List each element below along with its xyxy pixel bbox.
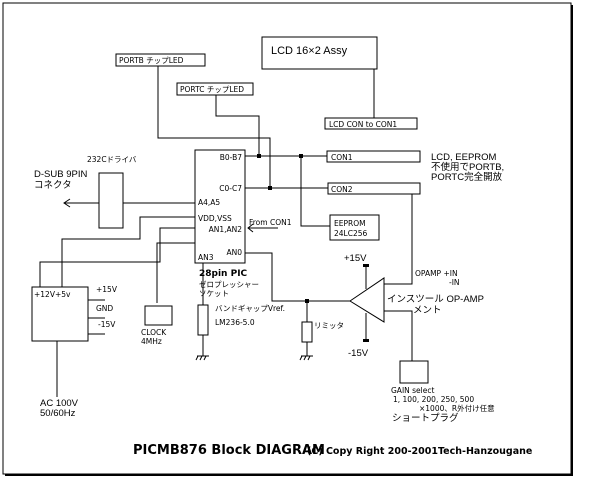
opamp-in-wire: [384, 194, 413, 285]
ground-icon: [195, 355, 209, 361]
junction-dot: [268, 186, 272, 190]
eeprom-label: EEPROM: [334, 219, 366, 228]
inst-amp-label-2: メント: [413, 305, 442, 316]
eeprom-block: [329, 214, 380, 241]
con2-block: [327, 182, 421, 195]
socket-label: ゼロプレッシャー: [199, 279, 259, 289]
pin-an1-an2: AN1,AN2: [209, 225, 243, 234]
diagram-title: PICMB876 Block DIAGRAM: [133, 443, 325, 458]
gain-select-label: GAIN select: [391, 386, 434, 395]
gain-select-block: [399, 360, 429, 384]
limiter-label: リミッタ: [314, 321, 344, 330]
pin-c0-c7: C0-C7: [219, 184, 242, 193]
opamp-symbol: [349, 277, 385, 323]
con-note-line3: PORTC完全開放: [431, 171, 503, 183]
lcd-con-label: LCD CON to CON1: [329, 120, 397, 129]
con2-label: CON2: [331, 185, 353, 194]
opamp-in-plus-label: OPAMP +IN: [415, 269, 458, 278]
ac-freq-label: 50/60Hz: [40, 408, 76, 419]
from-con1-label: From CON1: [249, 218, 292, 227]
terminal-dot: [363, 264, 369, 267]
psu-gnd-label: GND: [96, 304, 113, 313]
vref-resistor: [197, 304, 209, 336]
pin-an0: AN0: [226, 248, 242, 257]
clock-wire: [156, 242, 195, 303]
pic-package-label: 28pin PIC: [199, 269, 248, 279]
clock-label: CLOCK: [141, 328, 167, 337]
psu-block: [31, 286, 89, 342]
terminal-dot: [363, 339, 369, 342]
portc-wire: [215, 95, 260, 156]
dsub-label: D-SUB 9PIN: [34, 169, 87, 180]
copyright-label: (C) Copy Right 200-2001Tech-Hanzougane: [307, 446, 532, 457]
eeprom-part: 24LC256: [334, 229, 368, 238]
con-note-line2: 不使用でPORTB,: [431, 161, 504, 173]
vref-label: バンドギャップVref.: [215, 304, 285, 313]
opamp-plus15-label: +15V: [344, 253, 367, 264]
ac-label: AC 100V: [40, 398, 79, 409]
driver-label: 232Cドライバ: [87, 155, 137, 164]
junction-dot: [257, 154, 261, 158]
clock-freq: 4MHz: [141, 337, 162, 346]
vref-part: LM236-5.0: [215, 318, 255, 327]
portc-led-label: PORTC チップLED: [180, 85, 244, 94]
gain-plug-label: ショートプラグ: [392, 412, 459, 424]
con-note-line1: LCD, EEPROM: [431, 152, 497, 163]
pin-a4-a5: A4,A5: [198, 198, 220, 207]
gain-values: 1, 100, 200, 250, 500: [393, 395, 474, 404]
portc-led-block: [176, 82, 254, 96]
psu-rails-label: +12V+5v: [34, 290, 71, 299]
clock-block: [144, 305, 173, 326]
pic-chip: [194, 149, 246, 264]
arrow-left-icon: [63, 198, 71, 208]
pin-an3: AN3: [198, 253, 214, 262]
portb-led-label: PORTB チップLED: [119, 56, 184, 65]
arrow-left-icon: [247, 223, 254, 233]
lcd-assy-label: LCD 16×2 Assy: [271, 45, 348, 57]
ground-icon: [299, 355, 313, 361]
pin-vdd-vss: VDD,VSS: [198, 214, 232, 223]
portb-led-block: [115, 53, 206, 67]
power-12v-wire: [39, 227, 195, 288]
socket-label-2: ソケット: [199, 289, 229, 298]
psu-minus15-label: -15V: [98, 320, 116, 329]
dsub-label-jp: コネクタ: [34, 180, 72, 191]
gain-values-2: ×1000、R外付け任意: [419, 403, 495, 413]
opamp-minus15-label: -15V: [348, 348, 369, 359]
con1-label: CON1: [331, 153, 353, 162]
con1-block: [326, 150, 421, 163]
lcd-assy-block: [261, 36, 378, 70]
power-5v-wire: [61, 216, 195, 288]
inst-amp-label: インスツール OP-AMP: [387, 294, 484, 305]
psu-plus15-label: +15V: [96, 285, 118, 294]
gain-wire: [384, 310, 413, 361]
pin-b0-b7: B0-B7: [220, 153, 243, 162]
opamp-in-minus-label: -IN: [449, 278, 460, 287]
driver-block: [98, 172, 124, 229]
lcd-con-block: [324, 117, 418, 130]
limiter-resistor: [301, 321, 313, 343]
eeprom-wire: [300, 156, 330, 227]
an0-wire: [245, 252, 350, 302]
